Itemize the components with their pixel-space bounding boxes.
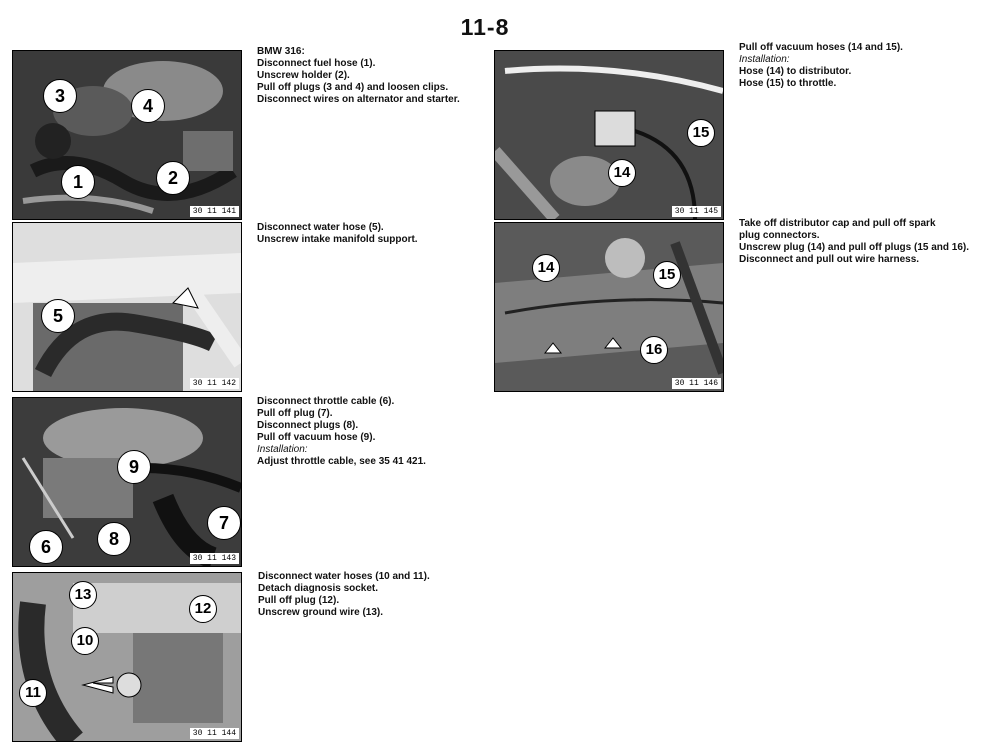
callout-14: 14 (608, 159, 636, 187)
engine-photo-vacuum-hoses: 15 14 30 11 145 (494, 50, 724, 220)
instruction-line: Disconnect water hoses (10 and 11). (258, 571, 430, 582)
instruction-line: Disconnect plugs (8). (257, 420, 359, 431)
instruction-line: Pull off vacuum hoses (14 and 15). (739, 42, 903, 53)
engine-photo-illustration (13, 51, 241, 219)
photo-code: 30 11 142 (189, 378, 239, 389)
instruction-line: Disconnect fuel hose (1). (257, 58, 376, 69)
engine-photo-throttle-cable: 9 7 6 8 30 11 143 (12, 397, 242, 567)
callout-10: 10 (71, 627, 99, 655)
photo-code: 30 11 144 (189, 728, 239, 739)
instruction-line: Pull off plugs (3 and 4) and loosen clip… (257, 82, 449, 93)
instruction-line: Hose (14) to distributor. (739, 66, 852, 77)
instruction-line: Disconnect wires on alternator and start… (257, 94, 460, 105)
instruction-line: BMW 316: (257, 46, 305, 57)
callout-15: 15 (687, 119, 715, 147)
instruction-line: Disconnect throttle cable (6). (257, 396, 395, 407)
instruction-line: Pull off vacuum hose (9). (257, 432, 376, 443)
instruction-line: Disconnect water hose (5). (257, 222, 384, 233)
photo-code: 30 11 143 (189, 553, 239, 564)
engine-photo-water-hose: 5 30 11 142 (12, 222, 242, 392)
callout-1: 1 (61, 165, 95, 199)
instruction-line: Pull off plug (7). (257, 408, 333, 419)
callout-9: 9 (117, 450, 151, 484)
callout-13: 13 (69, 581, 97, 609)
callout-11: 11 (19, 679, 47, 707)
instruction-line-installation: Installation: (739, 54, 790, 65)
instruction-line: Take off distributor cap and pull off sp… (739, 218, 936, 229)
instruction-text: Disconnect throttle cable (6). Pull off … (257, 396, 426, 468)
callout-3: 3 (43, 79, 77, 113)
photo-code: 30 11 146 (671, 378, 721, 389)
engine-photo-illustration (495, 51, 723, 219)
engine-photo-distributor-cap: 14 15 16 30 11 146 (494, 222, 724, 392)
instruction-text: Pull off vacuum hoses (14 and 15). Insta… (739, 42, 903, 90)
instruction-line: Unscrew holder (2). (257, 70, 350, 81)
engine-photo-fuel-hose: 3 4 1 2 30 11 141 (12, 50, 242, 220)
photo-code: 30 11 141 (189, 206, 239, 217)
callout-12: 12 (189, 595, 217, 623)
callout-2: 2 (156, 161, 190, 195)
photo-code: 30 11 145 (671, 206, 721, 217)
callout-14: 14 (532, 254, 560, 282)
engine-photo-illustration (495, 223, 723, 391)
instruction-line: plug connectors. (739, 230, 820, 241)
instruction-line: Unscrew ground wire (13). (258, 607, 384, 618)
callout-16: 16 (640, 336, 668, 364)
callout-15: 15 (653, 261, 681, 289)
instruction-text: Disconnect water hose (5). Unscrew intak… (257, 222, 418, 246)
callout-7: 7 (207, 506, 241, 540)
instruction-text: Take off distributor cap and pull off sp… (739, 218, 969, 266)
instruction-line-installation: Installation: (257, 444, 308, 455)
page-number: 11-8 (460, 14, 510, 40)
instruction-line: Hose (15) to throttle. (739, 78, 837, 89)
callout-6: 6 (29, 530, 63, 564)
instruction-text: BMW 316: Disconnect fuel hose (1). Unscr… (257, 46, 460, 106)
instruction-line: Unscrew plug (14) and pull off plugs (15… (739, 242, 970, 253)
instruction-line: Detach diagnosis socket. (258, 583, 379, 594)
instruction-line: Disconnect and pull out wire harness. (739, 254, 920, 265)
instruction-line: Adjust throttle cable, see 35 41 421. (257, 456, 426, 467)
callout-4: 4 (131, 89, 165, 123)
instruction-line: Unscrew intake manifold support. (257, 234, 418, 245)
instruction-text: Disconnect water hoses (10 and 11). Deta… (258, 571, 430, 619)
callout-5: 5 (41, 299, 75, 333)
callout-8: 8 (97, 522, 131, 556)
instruction-line: Pull off plug (12). (258, 595, 340, 606)
engine-photo-water-hoses: 13 12 10 11 30 11 144 (12, 572, 242, 742)
